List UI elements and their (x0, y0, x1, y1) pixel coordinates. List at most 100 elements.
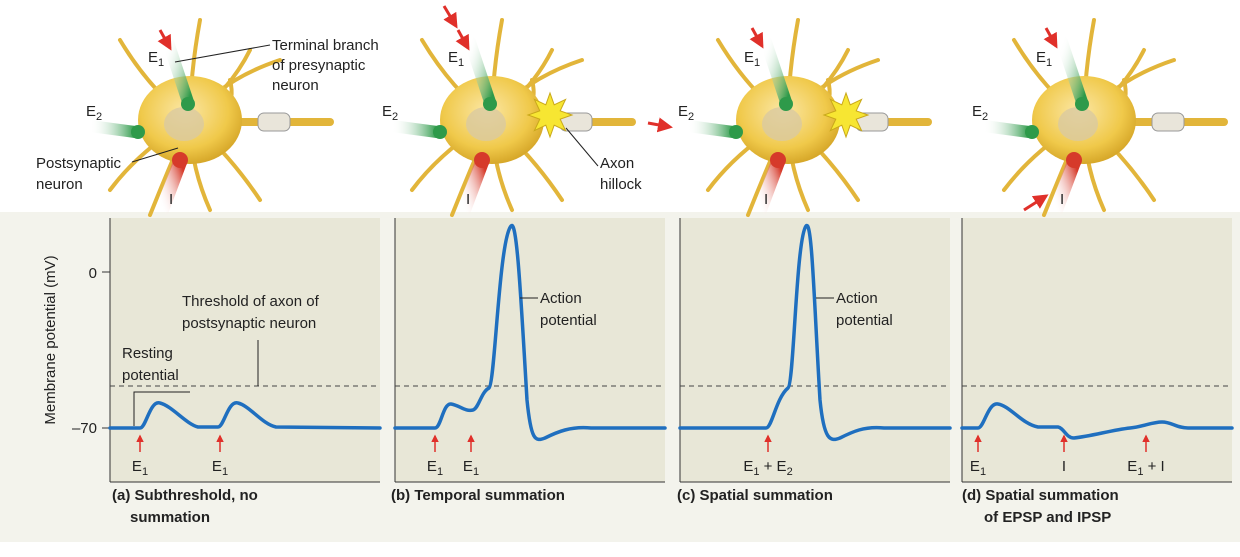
e2-synapse (131, 125, 145, 139)
terminal-branch-leader (174, 44, 271, 63)
e1-synapse (483, 97, 497, 111)
neuron-b (386, 18, 636, 217)
stim-arrow-d-e1 (1043, 27, 1058, 49)
stimulus-arrows (157, 5, 1058, 212)
stim-arrow-b-e1-1 (442, 5, 458, 29)
annotations: Threshold of axon of postsynaptic neuron… (122, 290, 893, 426)
stim-arrow-b-e1-2 (455, 29, 470, 51)
label-e2-b: E2 (382, 103, 398, 123)
i-synapse (1066, 152, 1082, 168)
label-e1-d: E1 (1036, 49, 1052, 69)
resting-label-2: potential (122, 367, 179, 384)
axon-hillock-label-1: Axon (600, 155, 634, 172)
stim-marker-label: E1 (463, 458, 479, 478)
action-label-c-2: potential (836, 312, 893, 329)
resting-label-1: Resting (122, 345, 173, 362)
terminal-branch-label-2: of presynaptic (272, 57, 366, 74)
neuron-c (682, 18, 932, 217)
resting-leader (133, 391, 190, 426)
nucleus (1058, 107, 1098, 141)
label-e2-a: E2 (86, 103, 102, 123)
label-e2-c: E2 (678, 103, 694, 123)
terminal-branch-label-3: neuron (272, 77, 319, 94)
stim-marker-label: E1 + I (1127, 458, 1164, 478)
stim-arrow-a-e1 (157, 29, 172, 51)
e2-terminal (84, 120, 141, 138)
neuron-d (978, 18, 1228, 217)
panel-bg-c (680, 218, 950, 482)
postsynaptic-leader (131, 147, 179, 163)
stim-marker-label: E1 + E2 (743, 458, 792, 478)
stim-marker-label: I (1062, 458, 1066, 475)
panel-c (678, 218, 952, 483)
label-e1-b: E1 (448, 49, 464, 69)
myelin-sheath (257, 112, 291, 132)
y-axis-label: Membrane potential (mV) (42, 255, 59, 424)
postsynaptic-label-2: neuron (36, 176, 83, 193)
label-e1-c: E1 (744, 49, 760, 69)
i-terminal (457, 155, 489, 217)
action-label-c-1: Action (836, 290, 878, 307)
panel-b (393, 218, 667, 483)
axon-hillock-label-2: hillock (600, 176, 642, 193)
y-tick-minus70: –70 (72, 420, 97, 437)
label-e2-d: E2 (972, 103, 988, 123)
e1-terminal (464, 36, 496, 108)
panel-bg-a (110, 218, 380, 482)
label-i-d: I (1060, 191, 1064, 208)
i-terminal (1049, 155, 1081, 217)
y-tick-0: 0 (89, 265, 97, 282)
e1-synapse (779, 97, 793, 111)
membrane-trace-a (108, 401, 382, 430)
label-e1-a: E1 (148, 49, 164, 69)
e1-terminal (760, 36, 792, 108)
threshold-label-2: postsynaptic neuron (182, 315, 316, 332)
action-label-b-1: Action (540, 290, 582, 307)
e2-synapse (1025, 125, 1039, 139)
nucleus (762, 107, 802, 141)
caption-d-2: of EPSP and IPSP (984, 509, 1111, 526)
caption-a-2: summation (130, 509, 210, 526)
e1-synapse (181, 97, 195, 111)
e2-synapse (433, 125, 447, 139)
e2-terminal (978, 120, 1035, 138)
e2-synapse (729, 125, 743, 139)
stim-arrow-c-e1 (749, 27, 764, 49)
i-terminal (155, 155, 187, 217)
action-label-b-2: potential (540, 312, 597, 329)
stim-marker-label: E1 (212, 458, 228, 478)
membrane-trace-b (393, 223, 667, 442)
axon-hillock-leader (565, 127, 599, 167)
stim-marker-label: E1 (427, 458, 443, 478)
caption-d-1: (d) Spatial summation (962, 487, 1119, 504)
nucleus (164, 107, 204, 141)
i-synapse (474, 152, 490, 168)
panel-bg-d (962, 218, 1232, 482)
neuron-a (84, 18, 334, 217)
captions: (a) Subthreshold, no summation (b) Tempo… (112, 487, 1119, 526)
panel-d (960, 218, 1234, 483)
terminal-branch-label-1: Terminal branch (272, 37, 379, 54)
stim-arrow-c-e2 (647, 117, 673, 133)
neuron-labels: E1 E2 I Terminal branch of presynaptic n… (36, 37, 1064, 208)
e2-terminal (386, 120, 443, 138)
i-synapse (172, 152, 188, 168)
membrane-trace-c (678, 223, 952, 442)
myelin-sheath (1151, 112, 1185, 132)
e2-terminal (682, 120, 739, 138)
label-i-b: I (466, 191, 470, 208)
label-i-a: I (169, 191, 173, 208)
i-synapse (770, 152, 786, 168)
stim-marker-label: E1 (132, 458, 148, 478)
membrane-trace-d (960, 402, 1234, 440)
caption-b: (b) Temporal summation (391, 487, 565, 504)
postsynaptic-label-1: Postsynaptic (36, 155, 122, 172)
e1-terminal (162, 36, 194, 108)
label-i-c: I (764, 191, 768, 208)
action-potential-spark (822, 91, 870, 139)
action-potential-spark (526, 91, 574, 139)
i-terminal (753, 155, 785, 217)
caption-a-1: (a) Subthreshold, no (112, 487, 258, 504)
threshold-label-1: Threshold of axon of (182, 293, 320, 310)
